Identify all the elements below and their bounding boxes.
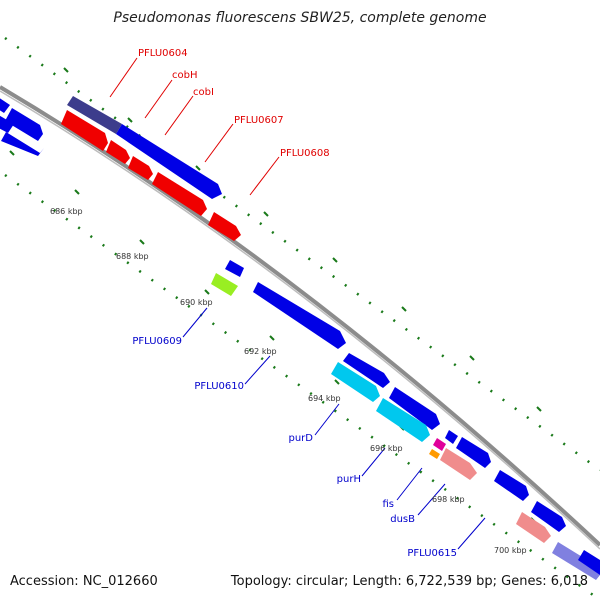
leader-line	[109, 57, 138, 98]
gene-blue[interactable]	[343, 353, 390, 388]
gene-cobI-PFLU0607[interactable]	[116, 124, 222, 199]
gene-PFLU0604[interactable]	[67, 96, 122, 134]
gene-label[interactable]: purD	[289, 433, 314, 444]
gene-blue[interactable]	[0, 95, 10, 113]
forward-genes	[0, 95, 600, 580]
gene-blue[interactable]	[0, 113, 14, 133]
tick-dash	[9, 150, 15, 156]
tick-label: 698 kbp	[432, 495, 465, 504]
leader-line	[244, 355, 271, 385]
gene-blue[interactable]	[1, 132, 44, 156]
gene-PFLU0609[interactable]	[211, 273, 238, 296]
accession-text: Accession: NC_012660	[10, 574, 158, 589]
gene-PFLU0615[interactable]	[516, 512, 551, 543]
leader-line	[249, 156, 280, 196]
gene-PFLU0608[interactable]	[208, 212, 241, 241]
tick-dash	[469, 355, 475, 361]
gene-blue[interactable]	[531, 501, 566, 532]
gene-purH-fwd[interactable]	[389, 387, 440, 430]
leader-line	[457, 517, 486, 550]
gene-label[interactable]: PFLU0608	[280, 148, 330, 159]
map-title: Pseudomonas fluorescens SBW25, complete …	[113, 10, 487, 26]
gene-blue[interactable]	[494, 470, 529, 501]
gene-blue-small[interactable]	[225, 260, 244, 277]
gene-red[interactable]	[152, 172, 207, 216]
leader-line	[314, 403, 340, 436]
gene-fis[interactable]	[429, 449, 440, 459]
top-gene-labels: PFLU0604 cobH cobI PFLU0607 PFLU0608	[138, 48, 330, 159]
leader-line	[396, 467, 423, 501]
tick-dash	[536, 406, 542, 412]
genome-summary-text: Topology: circular; Length: 6,722,539 bp…	[230, 574, 588, 589]
tick-dash	[195, 165, 201, 171]
gene-red[interactable]	[106, 140, 130, 164]
tick-dash	[204, 289, 210, 295]
gene-PFLU0610[interactable]	[253, 282, 346, 349]
gene-blue-edge[interactable]	[578, 550, 600, 575]
tick-label: 692 kbp	[244, 347, 277, 356]
gene-label[interactable]: PFLU0607	[234, 115, 284, 126]
gene-cobH[interactable]	[61, 110, 108, 151]
forward-genes-row2	[0, 108, 44, 156]
genome-backbone	[0, 85, 600, 547]
gene-label[interactable]: purH	[337, 474, 361, 485]
gene-label[interactable]: cobI	[193, 87, 214, 98]
gene-label[interactable]: PFLU0610	[194, 381, 244, 392]
leader-line	[361, 447, 386, 477]
leader-line	[417, 483, 446, 516]
tick-label: 690 kbp	[180, 298, 213, 307]
tick-dash	[334, 379, 340, 385]
gene-label[interactable]: PFLU0609	[132, 336, 182, 347]
leader-line	[144, 79, 173, 119]
gene-label[interactable]: fis	[382, 499, 394, 510]
tick-label: 694 kbp	[308, 394, 341, 403]
gene-fis-fwd[interactable]	[445, 430, 458, 444]
bottom-label-leaders	[182, 307, 486, 550]
tick-label: 686 kbp	[50, 207, 83, 216]
tick-dash	[263, 211, 269, 217]
gene-purD[interactable]	[331, 362, 380, 402]
tick-label: 700 kbp	[494, 546, 527, 555]
tick-label: 696 kbp	[370, 444, 403, 453]
red-genes	[61, 110, 241, 241]
leader-line	[182, 307, 208, 338]
gene-lavender[interactable]	[552, 542, 600, 580]
gene-label[interactable]: dusB	[390, 514, 415, 525]
leader-line	[204, 123, 234, 163]
gene-label[interactable]: PFLU0615	[407, 548, 457, 559]
gene-dusB[interactable]	[440, 448, 477, 480]
tick-label: 688 kbp	[116, 252, 149, 261]
gene-label[interactable]: PFLU0604	[138, 48, 188, 59]
tick-dash	[401, 306, 407, 312]
tick-dash	[269, 335, 275, 341]
gene-label[interactable]: cobH	[172, 70, 197, 81]
tick-dash	[74, 189, 80, 195]
gene-purH[interactable]	[376, 398, 430, 442]
bottom-gene-labels: PFLU0609 PFLU0610 purD purH fis dusB PFL…	[132, 336, 457, 559]
leader-line	[164, 95, 194, 136]
tick-labels: 686 kbp 688 kbp 690 kbp 692 kbp 694 kbp …	[50, 207, 527, 555]
top-label-leaders	[109, 57, 280, 196]
grid-line	[4, 173, 600, 600]
tick-dash	[139, 239, 145, 245]
tick-dash	[127, 117, 133, 123]
gene-blue[interactable]	[456, 437, 491, 468]
genome-backbone-shadow	[0, 90, 600, 550]
gene-blue[interactable]	[5, 108, 43, 141]
gene-red[interactable]	[128, 156, 153, 180]
grid-line	[4, 36, 600, 472]
tick-dash	[63, 67, 69, 73]
tick-dash	[332, 257, 338, 263]
gene-magenta[interactable]	[433, 438, 446, 451]
